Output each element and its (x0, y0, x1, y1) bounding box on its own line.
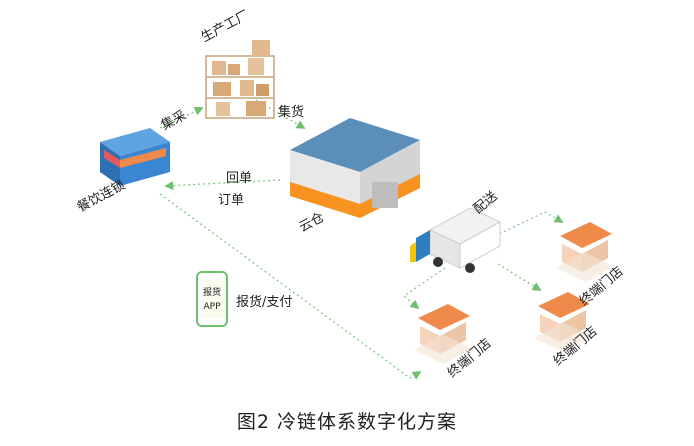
flow-delivery-left (402, 267, 446, 310)
warehouse-building (290, 118, 420, 218)
store-upper-right (556, 222, 614, 282)
app-phone: 报货 APP (196, 271, 228, 327)
flow-consolidate (255, 99, 306, 129)
label-factory: 生产工厂 (199, 8, 252, 46)
flow-lines (159, 99, 564, 380)
label-receipt: 回单 (226, 171, 252, 186)
label-collect: 集采 (158, 107, 188, 133)
delivery-truck (410, 207, 502, 273)
flow-delivery-up (494, 211, 564, 237)
restaurant-building (100, 128, 170, 186)
flow-delivery-mid (497, 263, 542, 291)
figure-caption: 图2 冷链体系数字化方案 (237, 411, 457, 433)
app-label-bottom: APP (203, 302, 221, 312)
label-report-pay: 报货/支付 (236, 294, 292, 310)
factory-shelves (205, 40, 275, 119)
store-right (534, 292, 592, 352)
flow-receipt (164, 179, 281, 191)
store-bottom (414, 304, 472, 364)
app-label-top: 报货 (203, 286, 221, 298)
flow-order-line (159, 193, 422, 380)
label-cloud-warehouse: 云仓 (297, 210, 327, 235)
label-order: 订单 (218, 193, 244, 208)
label-restaurant: 餐饮连锁 (74, 177, 127, 216)
label-consolidate: 集货 (278, 104, 304, 120)
